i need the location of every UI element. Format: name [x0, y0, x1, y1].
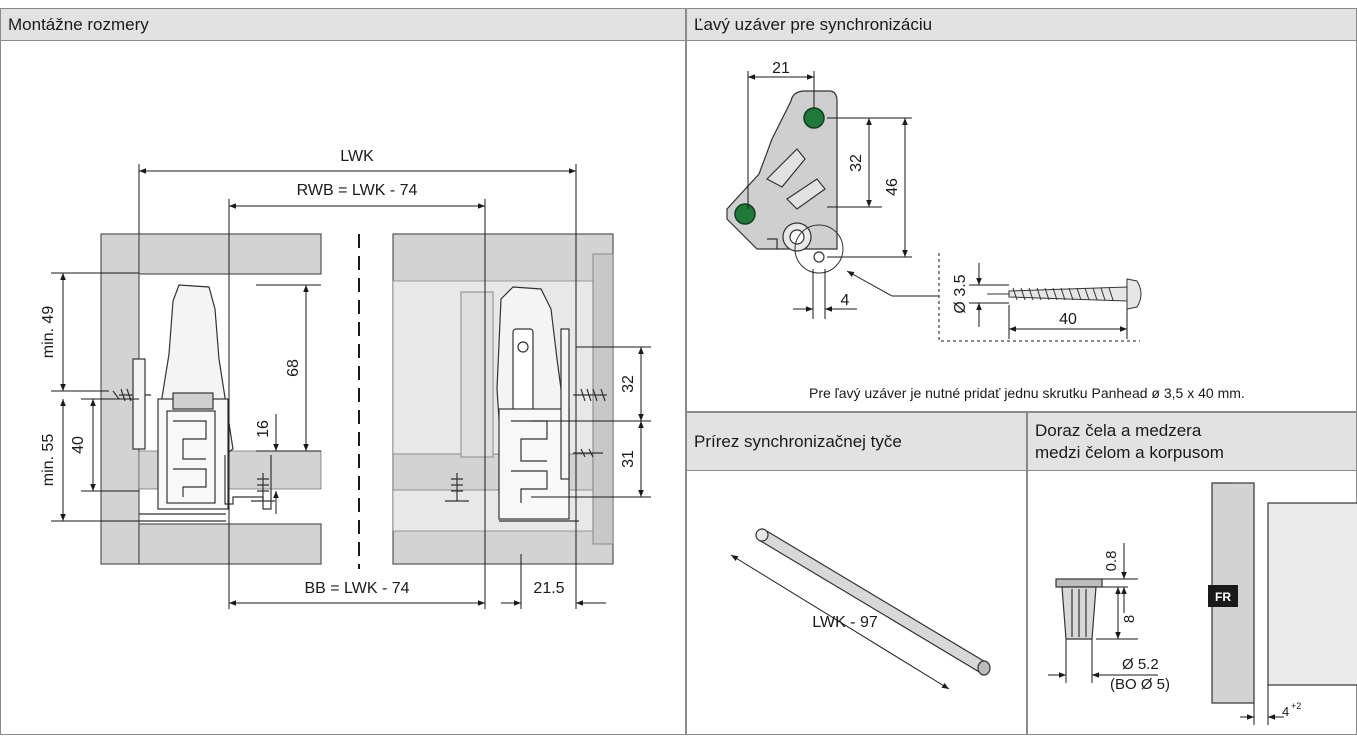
- lock-note: Pre ľavý uzáver je nutné pridať jednu sk…: [809, 385, 1245, 401]
- panel-header: Prírez synchronizačnej tyče: [687, 413, 1026, 471]
- sync-rod: [755, 528, 991, 676]
- dim-gap-tolerance: +2: [1291, 701, 1301, 711]
- left-lock-drawing: 21 32 46 4 Ø 3.5 40: [726, 60, 1142, 342]
- dim-gap: 4: [1282, 704, 1289, 719]
- dim-0-8: 0.8: [1103, 551, 1120, 572]
- dim-40: 40: [1059, 311, 1077, 328]
- left-runner-mechanism: [112, 284, 272, 522]
- front-stop-dimension-lines: [1048, 543, 1158, 683]
- panel-front-stop: Doraz čela a medzera medzi čelom a korpu…: [1027, 412, 1357, 735]
- panel-header: Doraz čela a medzera medzi čelom a korpu…: [1028, 413, 1356, 471]
- panel-rod-cut: Prírez synchronizačnej tyče LWK - 97: [686, 412, 1027, 735]
- screw-detail: [938, 253, 1142, 342]
- dim-bo: (BO Ø 5): [1110, 676, 1170, 693]
- panel-title: Montážne rozmery: [8, 14, 149, 34]
- dim-rod-length: LWK - 97: [812, 614, 878, 631]
- dim-46: 46: [884, 178, 901, 196]
- dim-4: 4: [841, 292, 850, 309]
- panel-mounting-dimensions: Montážne rozmery: [0, 8, 686, 735]
- dim-min55: min. 55: [40, 434, 57, 487]
- panel-header: Montážne rozmery: [1, 9, 685, 41]
- dim-40: 40: [70, 436, 87, 454]
- panel-title-line1: Doraz čela a medzera: [1035, 420, 1202, 440]
- front-stop-drawing: FR 0.8 8 Ø 5.2 (BO Ø 5) 4 +2: [1048, 482, 1357, 725]
- dim-8: 8: [1121, 615, 1138, 623]
- fr-label: FR: [1215, 590, 1231, 604]
- dim-21: 21: [772, 60, 790, 77]
- panel-title: Prírez synchronizačnej tyče: [694, 431, 902, 451]
- front-stop-buffer: [1055, 578, 1103, 640]
- mounting-hole-bottom-icon: [734, 203, 756, 225]
- rod-length-dim: [730, 554, 950, 690]
- dim-bb: BB = LWK - 74: [304, 580, 409, 597]
- screw-dimension-lines: [969, 263, 1128, 339]
- rod-drawing: LWK - 97: [730, 528, 991, 690]
- panel-header: Ľavý uzáver pre synchronizáciu: [687, 9, 1356, 41]
- dim-31: 31: [620, 450, 637, 468]
- detail-circle: [794, 224, 844, 274]
- dim-dia-3-5: Ø 3.5: [952, 274, 969, 313]
- dim-32: 32: [848, 154, 865, 172]
- mounting-screws: [251, 473, 469, 502]
- dim-68: 68: [285, 359, 302, 377]
- right-runner-mechanism: [460, 286, 607, 522]
- dim-16: 16: [255, 420, 272, 438]
- dim-32: 32: [620, 375, 637, 393]
- dim-21-5: 21.5: [533, 580, 564, 597]
- dim-min49: min. 49: [40, 306, 57, 359]
- dim-dia-5-2: Ø 5.2: [1122, 656, 1159, 673]
- mounting-dimension-lines: [51, 164, 651, 609]
- panel-left-lock: Ľavý uzáver pre synchronizáciu: [686, 8, 1357, 412]
- dim-lwk: LWK: [340, 148, 374, 165]
- mounting-drawing: LWK RWB = LWK - 74 BB = LWK - 74 21.5 mi…: [40, 148, 651, 609]
- panel-title: Ľavý uzáver pre synchronizáciu: [694, 14, 933, 34]
- fr-label-box: [1208, 585, 1238, 607]
- lock-dimension-lines: [747, 71, 939, 319]
- gap-dimension-lines: [1240, 685, 1284, 725]
- dim-rwb: RWB = LWK - 74: [297, 182, 418, 199]
- mounting-hole-top-icon: [803, 107, 825, 129]
- panel-title-line2: medzi čelom a korpusom: [1035, 442, 1224, 462]
